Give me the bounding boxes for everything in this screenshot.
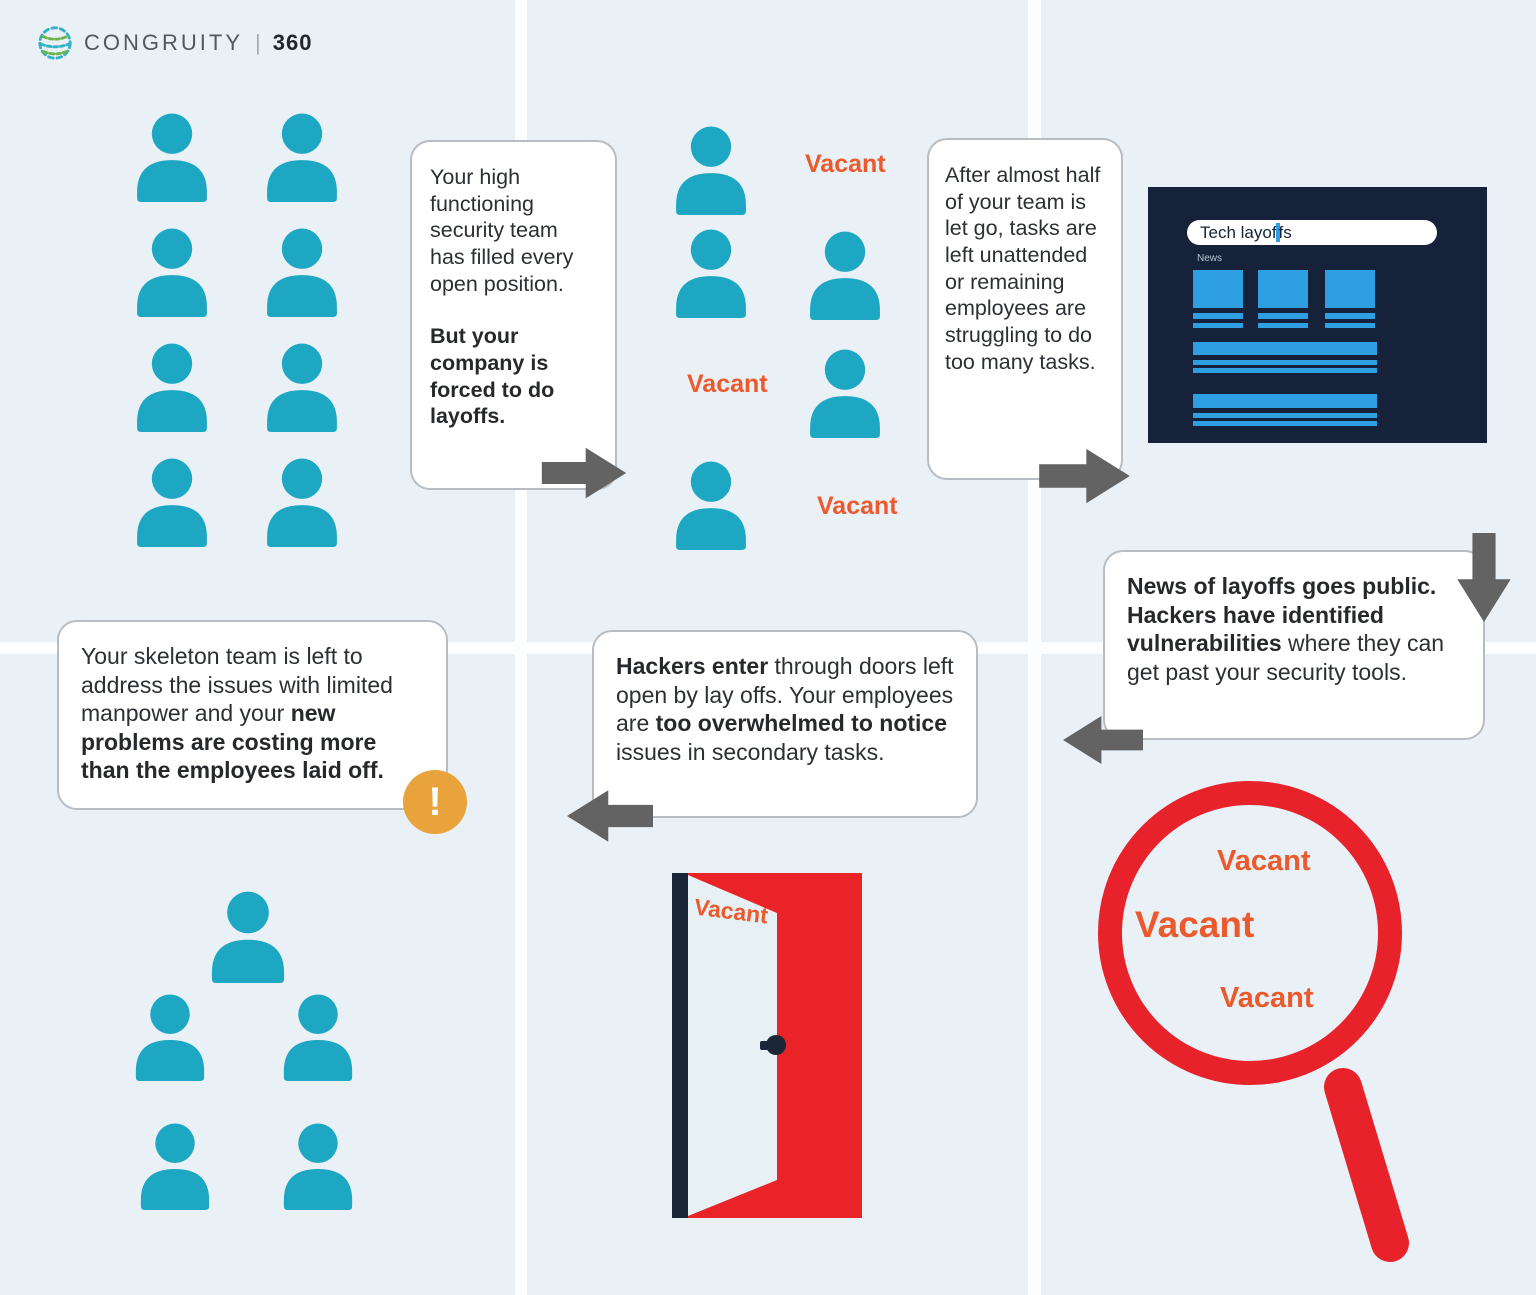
- news-card-thumbnail: [1258, 270, 1308, 308]
- vacant-label: Vacant: [805, 150, 886, 178]
- step1-text: Your high functioning security team has …: [430, 165, 574, 296]
- logo-suffix: 360: [272, 30, 313, 55]
- person-icon: [203, 890, 293, 983]
- vacant-label: Vacant: [1217, 845, 1311, 877]
- person-icon: [273, 993, 363, 1081]
- news-card-thumbnail: [1325, 270, 1375, 308]
- person-icon: [133, 457, 211, 547]
- search-query-before-caret: Tech layof: [1200, 222, 1277, 242]
- article-textline: [1193, 413, 1377, 418]
- step1-bold-text: But your company is forced to do layoffs…: [430, 324, 555, 429]
- article-textline: [1193, 360, 1377, 365]
- news-card-textline: [1258, 323, 1308, 328]
- vacant-label: Vacant: [1135, 904, 1255, 945]
- person-icon: [806, 230, 884, 320]
- vacant-label: Vacant: [1220, 982, 1314, 1014]
- callout-step4: Hackers enter through doors left open by…: [592, 630, 978, 818]
- person-icon: [672, 228, 750, 318]
- step5-bold-text: new problems are costing more than the e…: [81, 700, 384, 784]
- step3-bold-text: News of layoffs goes public. Hackers hav…: [1127, 573, 1437, 657]
- news-card-textline: [1258, 313, 1308, 319]
- person-icon: [806, 348, 884, 438]
- step3-text: where they can get past your security to…: [1127, 630, 1445, 685]
- callout-step2: After almost half of your team is let go…: [927, 138, 1123, 480]
- logo-name: CONGRUITY: [84, 30, 243, 55]
- search-query-after-caret: fs: [1278, 222, 1292, 242]
- text-cursor: [1275, 223, 1280, 242]
- globe-icon: [38, 26, 72, 60]
- person-icon: [672, 460, 750, 550]
- news-section-label: News: [1197, 253, 1223, 264]
- logo-divider: |: [255, 30, 261, 55]
- magnifying-glass-icon: [1098, 781, 1409, 1262]
- person-icon: [133, 112, 211, 202]
- arrow-right-icon: [1035, 447, 1134, 505]
- alert-glyph: !: [428, 779, 442, 824]
- news-card-textline: [1193, 313, 1243, 319]
- arrow-down-icon: [1455, 533, 1513, 622]
- person-icon: [273, 1122, 363, 1210]
- callout-step3: News of layoffs goes public. Hackers hav…: [1103, 550, 1485, 740]
- step4-text-2: issues in secondary tasks.: [616, 738, 885, 765]
- news-card-thumbnail: [1193, 270, 1243, 308]
- callout-step1: Your high functioning security team has …: [410, 140, 617, 490]
- article-headline-bar: [1193, 394, 1377, 408]
- step4-bold-text-2: too overwhelmed to notice: [655, 710, 948, 737]
- person-icon: [672, 125, 750, 215]
- step4-bold-text-1: Hackers enter: [616, 653, 769, 679]
- open-door-illustration: [672, 873, 862, 1218]
- article-headline-bar: [1193, 342, 1377, 355]
- person-icon: [133, 227, 211, 317]
- person-icon: [263, 342, 341, 432]
- person-icon: [125, 993, 215, 1081]
- arrow-right-icon: [533, 446, 635, 500]
- arrow-left-icon: [567, 785, 653, 847]
- vacant-label: Vacant: [687, 370, 768, 398]
- person-icon: [263, 112, 341, 202]
- arrow-left-icon: [1063, 708, 1143, 772]
- article-textline: [1193, 368, 1377, 373]
- step4-text-1: through doors left open by lay offs. You…: [616, 653, 954, 737]
- article-textline: [1193, 421, 1377, 426]
- person-icon: [263, 457, 341, 547]
- alert-exclamation-icon: !: [403, 770, 467, 834]
- full-team-grid: [133, 112, 341, 547]
- person-icon: [263, 227, 341, 317]
- news-card-textline: [1193, 323, 1243, 328]
- congruity360-logo: CONGRUITY | 360: [36, 24, 312, 62]
- step5-text: Your skeleton team is left to address th…: [81, 643, 393, 727]
- step2-text: After almost half of your team is let go…: [945, 163, 1101, 374]
- person-icon: [133, 342, 211, 432]
- callout-step5: Your skeleton team is left to address th…: [57, 620, 448, 810]
- news-card-textline: [1325, 323, 1375, 328]
- person-icon: [130, 1122, 220, 1210]
- news-card-textline: [1325, 313, 1375, 319]
- vacant-label: Vacant: [817, 492, 898, 520]
